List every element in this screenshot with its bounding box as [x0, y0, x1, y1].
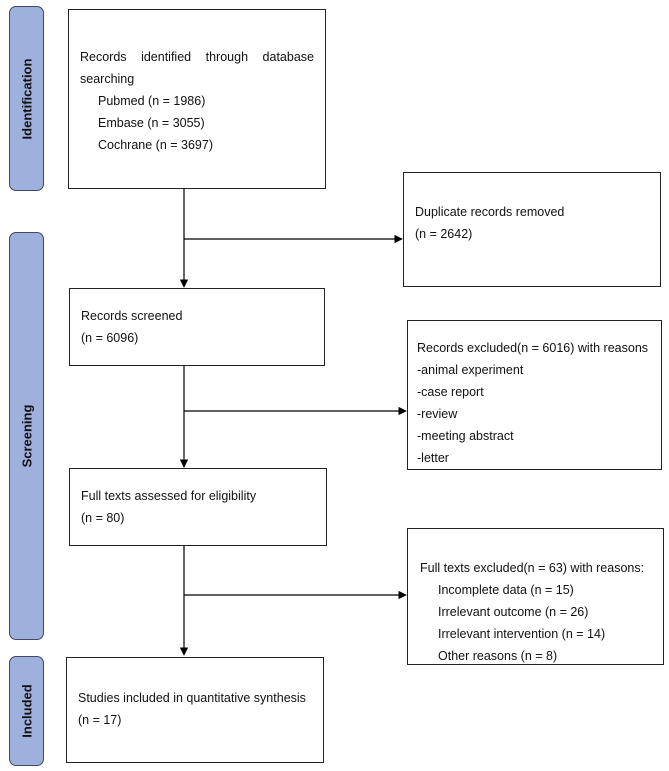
fulltext-label: Full texts assessed for eligibility: [81, 489, 257, 503]
screened-label: Records screened: [81, 309, 183, 323]
source-pubmed: Pubmed (n = 1986): [98, 94, 206, 108]
identified-word: identified: [141, 50, 192, 64]
screened-count: (n = 6096): [81, 331, 139, 345]
identified-word: through: [205, 50, 249, 64]
records-excluded-label: Records excluded(n = 6016) with reasons: [417, 341, 649, 355]
duplicates-label: Duplicate records removed: [415, 205, 565, 219]
exclusion-reason: -review: [417, 407, 458, 421]
records-screened-box: Records screened (n = 6096): [69, 288, 325, 366]
records-identified-line2: searching: [80, 72, 135, 86]
identified-word: Records: [80, 50, 127, 64]
phase-identification: Identification: [9, 6, 44, 191]
exclusion-reason: -letter: [417, 451, 449, 465]
included-count: (n = 17): [78, 713, 122, 727]
fulltext-exclusion-reason: Other reasons (n = 8): [438, 649, 558, 663]
identified-word: database: [262, 50, 314, 64]
records-excluded-box: Records excluded(n = 6016) with reasons …: [407, 320, 662, 470]
fulltext-assessed-box: Full texts assessed for eligibility (n =…: [69, 468, 327, 546]
source-cochrane: Cochrane (n = 3697): [98, 138, 214, 152]
phase-included: Included: [9, 656, 44, 766]
duplicates-count: (n = 2642): [415, 227, 473, 241]
fulltext-count: (n = 80): [81, 511, 125, 525]
phase-screening: Screening: [9, 232, 44, 640]
fulltext-exclusion-reason: Irrelevant outcome (n = 26): [438, 605, 589, 619]
fulltext-excluded-box: Full texts excluded(n = 63) with reasons…: [407, 528, 664, 665]
records-identified-box: Records identified through database sear…: [68, 9, 326, 189]
duplicates-removed-box: Duplicate records removed (n = 2642): [403, 172, 661, 287]
fulltext-exclusion-reason: Irrelevant intervention (n = 14): [438, 627, 606, 641]
records-identified-line1: Records identified through database: [80, 46, 314, 68]
exclusion-reason: -case report: [417, 385, 484, 399]
fulltext-exclusion-reason: Incomplete data (n = 15): [438, 583, 574, 597]
exclusion-reason: -animal experiment: [417, 363, 524, 377]
exclusion-reason: -meeting abstract: [417, 429, 514, 443]
fulltext-excluded-label: Full texts excluded(n = 63) with reasons…: [420, 561, 645, 575]
studies-included-box: Studies included in quantitative synthes…: [66, 657, 324, 763]
included-label: Studies included in quantitative synthes…: [78, 691, 306, 705]
source-embase: Embase (n = 3055): [98, 116, 205, 130]
